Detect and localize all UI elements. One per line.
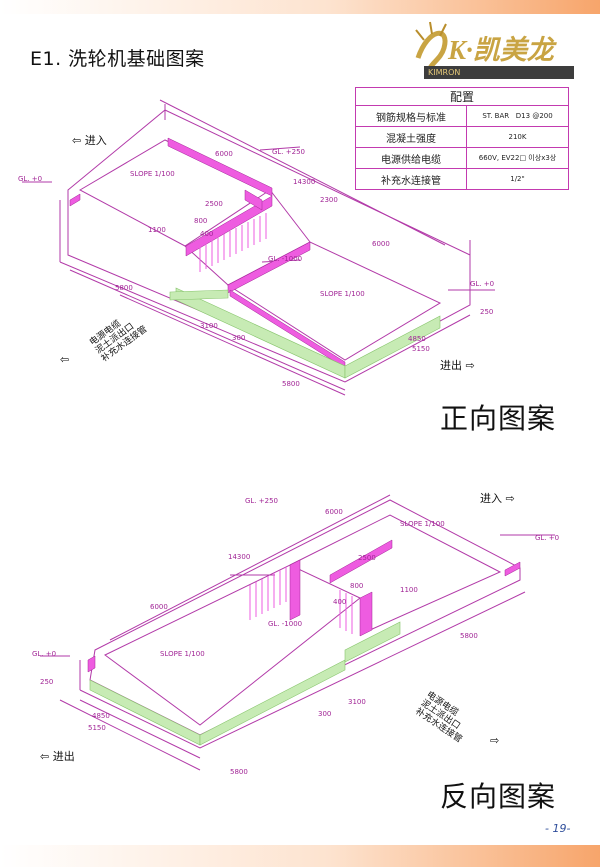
slope-label: SLOPE 1/100	[400, 520, 445, 528]
dimension-label: 3100	[348, 698, 366, 706]
dimension-label: 250	[480, 308, 494, 316]
dimension-label: 6000	[150, 603, 168, 611]
slope-label: SLOPE 1/100	[160, 650, 205, 658]
dimension-label: 6000	[372, 240, 390, 248]
page-number: - 19-	[545, 822, 571, 835]
dimension-label: 5800	[115, 284, 133, 292]
level-label: GL. +0	[535, 534, 560, 542]
logo-text: K·凯美龙	[448, 35, 554, 65]
dimension-label: 3100	[200, 322, 218, 330]
entry-arrow-label: ⇦ 进入	[72, 134, 107, 147]
dimension-label: 6000	[215, 150, 233, 158]
dimension-label: 4850	[408, 335, 426, 343]
dimension-label: 300	[232, 334, 246, 342]
dimension-label: 1100	[400, 586, 418, 594]
pointer-icon: ⇨	[490, 734, 500, 747]
dimension-label: 800	[194, 217, 208, 225]
config-value: 1/2"	[466, 168, 569, 190]
dimension-label: 2300	[320, 196, 338, 204]
dimension-label: 2500	[205, 200, 223, 208]
dimension-label: 5800	[460, 632, 478, 640]
level-label: GL. -1000	[268, 620, 303, 628]
exit-arrow-label: ⇦ 进出	[40, 750, 75, 763]
config-label: 补充水连接管	[355, 168, 467, 190]
bottom-gradient-bar	[0, 845, 600, 867]
pointer-icon: ⇦	[60, 353, 70, 366]
dimension-label: 400	[200, 230, 214, 238]
logo-subtitle: KIMRON	[424, 66, 574, 79]
dimension-label: 4850	[92, 712, 110, 720]
level-label: GL. +0	[470, 280, 495, 288]
dimension-label: 14300	[228, 553, 251, 561]
level-label: GL. +0	[18, 175, 43, 183]
level-label: GL. +0	[32, 650, 57, 658]
dimension-label: 2500	[358, 554, 376, 562]
dimension-label: 5800	[230, 768, 248, 776]
front-caption: 正向图案	[440, 402, 557, 435]
dimension-label: 300	[318, 710, 332, 718]
dimension-label: 800	[350, 582, 364, 590]
level-label: GL. +250	[272, 148, 306, 156]
dimension-label: 6000	[325, 508, 343, 516]
dimension-label: 400	[333, 598, 347, 606]
entry-arrow-label: 进入 ⇨	[480, 492, 515, 505]
dimension-label: 14300	[293, 178, 316, 186]
level-label: GL. -1000	[268, 255, 303, 263]
dimension-label: 5150	[88, 724, 106, 732]
slope-label: SLOPE 1/100	[320, 290, 365, 298]
dimension-label: 5800	[282, 380, 300, 388]
level-label: GL. +250	[245, 497, 279, 505]
config-table: 配置 钢筋规格与标准 ST. BAR D13 @200 混凝土强度 210K 电…	[355, 87, 569, 190]
back-caption: 反向图案	[440, 780, 557, 813]
top-gradient-bar	[0, 0, 600, 14]
brand-logo: K·凯美龙 KIMRON	[410, 18, 582, 84]
dimension-label: 250	[40, 678, 54, 686]
exit-arrow-label: 进出 ⇨	[440, 359, 475, 372]
dimension-label: 5150	[412, 345, 430, 353]
page-title: E1. 洗轮机基础图案	[30, 48, 205, 70]
slope-label: SLOPE 1/100	[130, 170, 175, 178]
dimension-label: 1100	[148, 226, 166, 234]
